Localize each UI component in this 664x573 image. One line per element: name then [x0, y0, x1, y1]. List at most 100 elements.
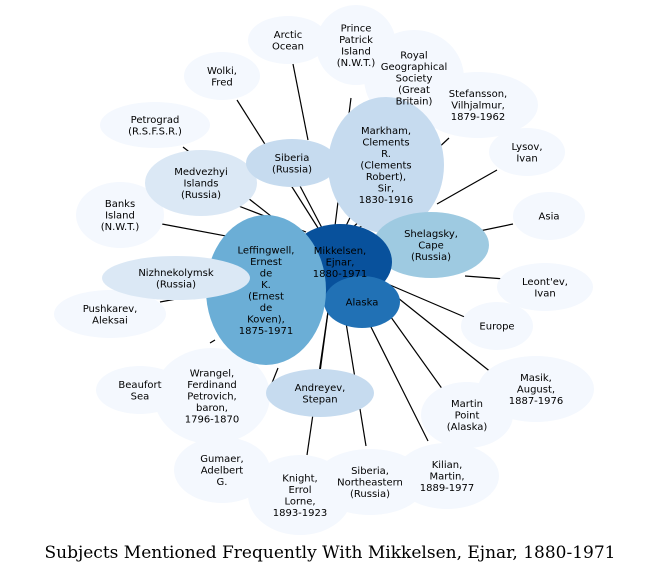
label-line: (N.W.T.)	[337, 58, 376, 69]
label-line: Andreyev,	[295, 383, 346, 394]
label-line: Knight,	[282, 473, 317, 484]
edge-beaufort	[209, 339, 216, 344]
bubble-martin-point	[421, 382, 513, 448]
edge-siberia	[299, 185, 323, 229]
label-line: Prince	[341, 23, 372, 34]
label-alaska: Alaska	[346, 298, 379, 309]
label-line: Island	[341, 46, 371, 57]
bubble-wrangel	[154, 348, 270, 444]
label-line: R.	[381, 149, 391, 160]
label-andreyev: Andreyev,Stepan	[295, 383, 346, 406]
label-line: Beaufort	[118, 380, 161, 391]
label-line: Martin	[451, 399, 483, 410]
label-line: Siberia,	[351, 466, 389, 477]
bubble-arctic-ocean	[248, 16, 328, 64]
bubble-stefansson	[418, 72, 538, 138]
label-line: 1887-1976	[509, 396, 564, 407]
label-line: Islands	[184, 179, 219, 190]
label-line: August,	[517, 385, 555, 396]
label-line: Lorne,	[284, 496, 315, 507]
bubble-petrograd	[100, 102, 210, 148]
label-line: Pushkarev,	[83, 304, 138, 315]
label-line: 1796-1870	[185, 415, 240, 426]
label-line: Asia	[539, 212, 560, 223]
label-siberia: Siberia(Russia)	[272, 153, 312, 176]
label-line: Wrangel,	[190, 369, 234, 380]
label-wolki: Wolki,Fred	[207, 66, 237, 89]
label-line: Wolki,	[207, 66, 237, 77]
label-shelagsky: Shelagsky,Cape(Russia)	[404, 229, 458, 263]
label-line: (Ernest	[248, 291, 284, 302]
bubble-nizhnekolymsk	[102, 256, 250, 300]
label-line: de	[260, 303, 273, 314]
label-line: 1889-1977	[420, 483, 475, 494]
label-line: Medvezhyi	[174, 167, 227, 178]
label-line: Leont'ev,	[522, 277, 568, 288]
label-line: Cape	[418, 241, 444, 252]
label-line: (R.S.F.S.R.)	[128, 126, 182, 137]
bubble-europe	[461, 302, 533, 350]
label-line: (Alaska)	[447, 422, 488, 433]
label-line: Society	[396, 74, 433, 85]
label-line: Martin,	[429, 472, 464, 483]
label-line: (Russia)	[181, 190, 221, 201]
label-line: Petrograd	[131, 115, 180, 126]
label-line: Stefansson,	[449, 89, 507, 100]
bubble-medvezhyi	[145, 150, 257, 216]
bubble-banks-island	[76, 182, 164, 248]
bubble-markham	[328, 97, 444, 233]
bubble-siberia	[246, 139, 338, 187]
label-line: Ernest	[250, 257, 282, 268]
edge-masik	[387, 289, 493, 374]
label-line: (Russia)	[350, 489, 390, 500]
label-line: (Clements	[360, 161, 411, 172]
label-pushkarev: Pushkarev,Aleksai	[83, 304, 138, 327]
bubble-prince-patrick	[316, 5, 396, 85]
label-line: Errol	[288, 485, 311, 496]
label-line: (Russia)	[156, 279, 196, 290]
label-line: Sir,	[378, 184, 394, 195]
label-line: Sea	[131, 391, 150, 402]
label-line: Alaska	[346, 298, 379, 309]
label-line: Geographical	[381, 62, 447, 73]
label-line: K.	[261, 280, 271, 291]
label-line: Ivan	[516, 153, 537, 164]
label-line: Petrovich,	[187, 392, 236, 403]
label-line: Siberia	[275, 153, 310, 164]
label-line: G.	[217, 477, 228, 488]
label-line: Royal	[400, 51, 427, 62]
label-line: de	[260, 268, 273, 279]
label-line: Ferdinand	[187, 380, 237, 391]
label-line: Lysov,	[512, 142, 543, 153]
bubble-alaska	[324, 276, 400, 328]
label-line: Ocean	[272, 41, 304, 52]
label-mikkelsen: Mikkelsen,Ejnar,1880-1971	[313, 246, 368, 280]
label-line: Fred	[211, 77, 232, 88]
label-line: (Great	[398, 85, 430, 96]
label-line: 1880-1971	[313, 269, 368, 280]
label-siberia-ne: Siberia,Northeastern(Russia)	[337, 466, 403, 500]
label-masik: Masik,August,1887-1976	[509, 373, 564, 407]
label-leontev: Leont'ev,Ivan	[522, 277, 568, 300]
label-petrograd: Petrograd(R.S.F.S.R.)	[128, 115, 182, 138]
bubble-knight	[248, 455, 352, 535]
bubble-wolki	[184, 52, 260, 100]
label-line: Robert),	[366, 172, 406, 183]
bubble-shelagsky	[373, 212, 489, 278]
diagram-title: Subjects Mentioned Frequently With Mikke…	[45, 543, 616, 563]
label-line: Markham,	[361, 126, 411, 137]
label-line: Northeastern	[337, 478, 403, 489]
label-line: 1875-1971	[239, 326, 294, 337]
label-line: Aleksai	[92, 315, 128, 326]
label-nizhnekolymsk: Nizhnekolymsk(Russia)	[138, 268, 214, 291]
